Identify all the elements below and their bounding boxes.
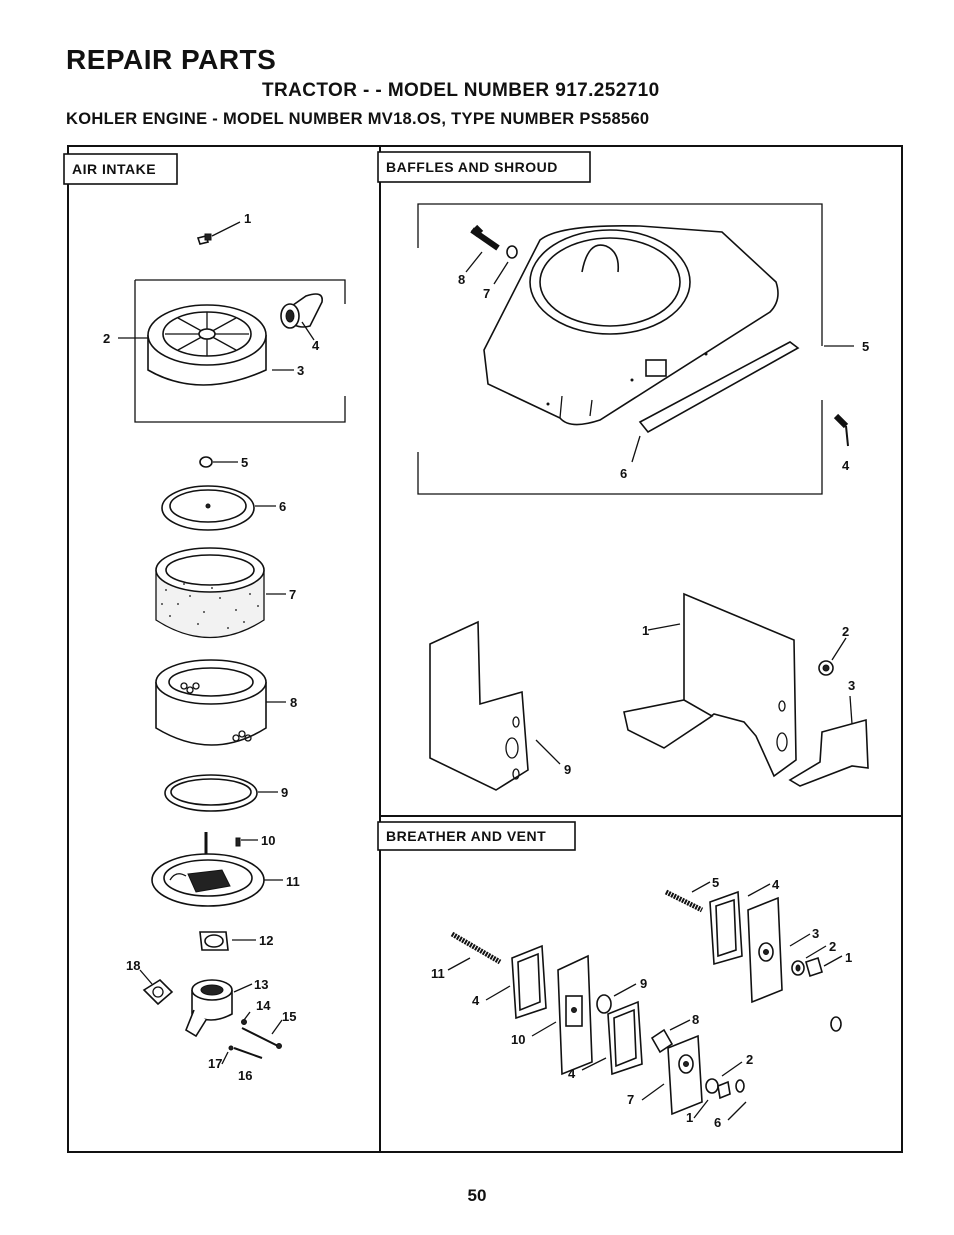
callout-air-intake-3: 3 — [297, 363, 304, 378]
air-cleaner-cover-part — [118, 304, 267, 386]
callout-baffles-3: 3 — [848, 678, 855, 693]
callout-air-intake-2: 2 — [103, 331, 110, 346]
callout-air-intake-17: 17 — [208, 1056, 222, 1071]
precleaner-cover-part — [161, 485, 276, 531]
breather-gasket-lower-part — [581, 1000, 643, 1076]
callout-air-intake-11: 11 — [286, 874, 300, 889]
callout-baffles-9: 9 — [564, 762, 571, 777]
callout-breather-2-upper: 2 — [829, 939, 836, 954]
vent-cover-part — [641, 1034, 703, 1116]
engine-model-line: KOHLER ENGINE - MODEL NUMBER MV18.OS, TY… — [66, 110, 650, 128]
intake-elbow-part — [185, 979, 253, 1038]
air-cleaner-base-part — [151, 832, 283, 907]
vent-nut-part — [693, 1061, 743, 1119]
callout-air-intake-1: 1 — [244, 211, 251, 226]
callout-breather-10: 10 — [511, 1032, 525, 1047]
baffle-screw-part — [833, 413, 849, 447]
callout-air-intake-18: 18 — [126, 958, 140, 973]
elbow-gasket-part — [139, 969, 174, 1006]
side-baffle-part — [788, 695, 869, 787]
callout-breather-7: 7 — [627, 1092, 634, 1107]
cylinder-baffle-part — [623, 592, 797, 778]
callout-air-intake-10: 10 — [261, 833, 275, 848]
elbow-hardware-part — [221, 1011, 283, 1065]
baffle-nut-part — [818, 637, 847, 676]
callout-baffles-5: 5 — [862, 339, 869, 354]
section-baffles-header: BAFFLES AND SHROUD — [377, 151, 591, 183]
callout-baffles-1: 1 — [642, 623, 649, 638]
callout-air-intake-9: 9 — [281, 785, 288, 800]
breather-gasket-left-part — [485, 944, 547, 1020]
callout-air-intake-4: 4 — [312, 338, 320, 353]
cover-nut-part — [199, 456, 238, 468]
callout-breather-3: 3 — [812, 926, 819, 941]
vent-sleeve-part — [650, 1019, 691, 1054]
callout-baffles-7: 7 — [483, 286, 490, 301]
callout-air-intake-16: 16 — [238, 1068, 252, 1083]
element-seal-part — [164, 774, 278, 812]
page-title: REPAIR PARTS — [66, 44, 277, 75]
vent-tube-part — [727, 1016, 842, 1121]
callout-baffles-8: 8 — [458, 272, 465, 287]
section-breather-header: BREATHER AND VENT — [377, 821, 576, 851]
callout-breather-6: 6 — [714, 1115, 721, 1130]
head-baffle-part — [429, 620, 561, 791]
blower-baffle-part — [631, 341, 800, 463]
callout-breather-9: 9 — [640, 976, 647, 991]
diagram-frame — [67, 145, 903, 1153]
callout-breather-1-lower: 1 — [686, 1110, 693, 1125]
callout-air-intake-8: 8 — [290, 695, 297, 710]
callout-air-intake-14: 14 — [256, 998, 271, 1013]
callout-air-intake-5: 5 — [241, 455, 248, 470]
callout-air-intake-6: 6 — [279, 499, 286, 514]
intake-adapter-part — [280, 293, 323, 341]
callout-baffles-4: 4 — [842, 458, 850, 473]
wing-nut-part — [196, 221, 241, 245]
callout-air-intake-13: 13 — [254, 977, 268, 992]
callout-baffles-6: 6 — [620, 466, 627, 481]
breather-valve-part — [596, 983, 637, 1014]
callout-breather-4-left: 4 — [472, 993, 480, 1008]
callout-breather-1-upper: 1 — [845, 950, 852, 965]
cover-bracket — [134, 279, 346, 423]
callout-breather-4-lower: 4 — [568, 1066, 576, 1081]
breather-gasket-top-part — [709, 883, 771, 966]
precleaner-foam-part — [155, 547, 286, 639]
section-title-baffles-and-shroud: BAFFLES AND SHROUD — [386, 159, 558, 175]
callout-breather-8: 8 — [692, 1012, 699, 1027]
breather-cover-top-part — [747, 896, 811, 1004]
page-number: 50 — [467, 1186, 487, 1205]
breather-stud-top-part — [664, 881, 711, 913]
base-gasket-part — [199, 931, 256, 951]
breather-stud-long-part — [447, 931, 502, 971]
breather-nut-top-part — [791, 945, 843, 978]
air-filter-element-part — [155, 659, 286, 746]
model-number-line: TRACTOR - - MODEL NUMBER 917.252710 — [262, 80, 660, 101]
callout-breather-5: 5 — [712, 875, 719, 890]
breather-cover-part — [531, 954, 593, 1076]
callout-air-intake-7: 7 — [289, 587, 296, 602]
callout-baffles-2: 2 — [842, 624, 849, 639]
section-title-breather-and-vent: BREATHER AND VENT — [386, 828, 546, 844]
housing-screw-part — [465, 224, 518, 285]
callout-air-intake-15: 15 — [282, 1009, 296, 1024]
shroud-bracket — [417, 203, 823, 495]
blower-housing-part — [483, 224, 779, 426]
section-title-air-intake: AIR INTAKE — [72, 161, 156, 177]
section-air-intake-header: AIR INTAKE — [63, 153, 178, 185]
callout-breather-4: 4 — [772, 877, 780, 892]
callout-breather-2-lower: 2 — [746, 1052, 753, 1067]
callout-air-intake-12: 12 — [259, 933, 273, 948]
callout-breather-11: 11 — [431, 966, 445, 981]
